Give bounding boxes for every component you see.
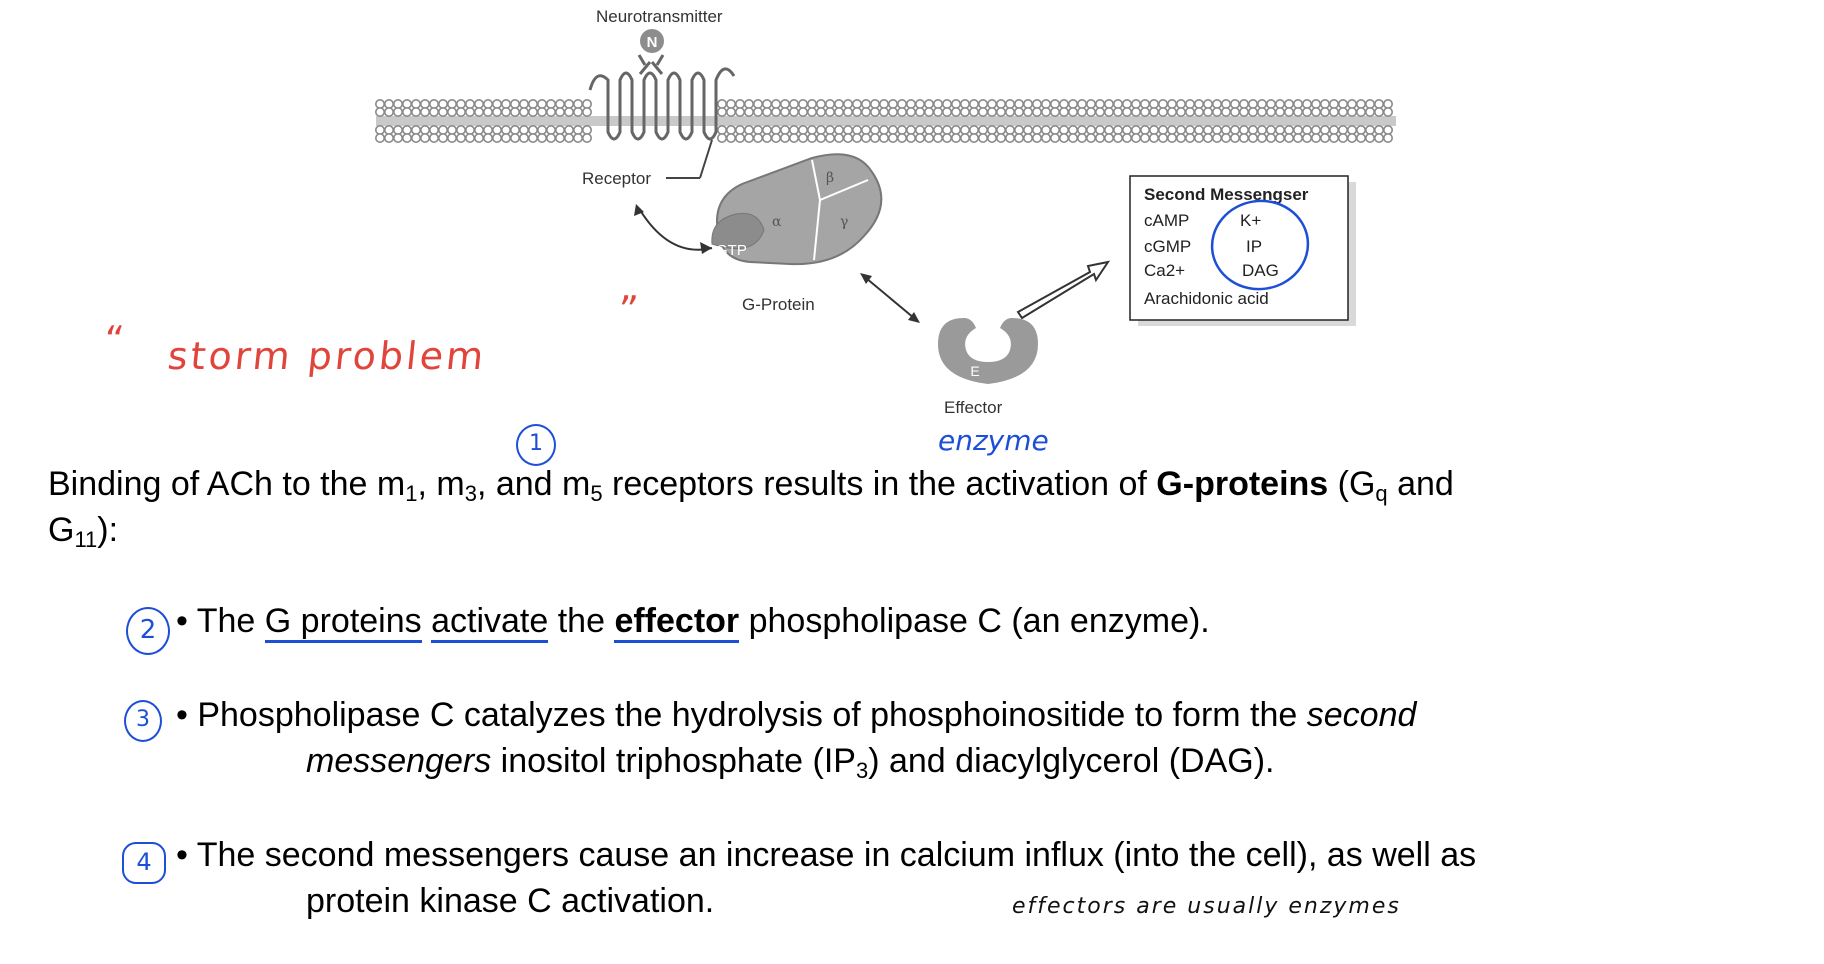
m3-sub: 3 — [464, 481, 477, 506]
effector-glyph: E — [970, 363, 979, 379]
alpha-label: α — [772, 214, 782, 230]
b2-messengers: messengers — [306, 742, 492, 780]
g11-sub: 11 — [74, 527, 98, 552]
m3-mid: , m — [417, 465, 465, 503]
effector-shape: E — [938, 318, 1038, 384]
storm-problem-annotation: storm problem — [165, 334, 489, 378]
red-quote-close: ” — [615, 288, 643, 332]
gprotein-diagram: Neurotransmitter N Receptor α β γ GTP G-… — [374, 7, 1396, 417]
b1-pre: • The — [176, 602, 265, 640]
bullet-1: • The G proteins activate the effector p… — [176, 598, 1210, 644]
m5-mid: , and m — [476, 465, 591, 503]
sm-right-2: DAG — [1242, 261, 1279, 280]
binding-pre: Binding of ACh to the m — [48, 465, 406, 503]
b1-activate: activate — [431, 602, 549, 643]
sm-right-0: K+ — [1240, 211, 1261, 230]
cell-membrane — [374, 99, 1396, 144]
gtp-label: GTP — [716, 242, 747, 259]
sm-left-0: cAMP — [1144, 211, 1189, 230]
bullet-2-line1: • Phospholipase C catalyzes the hydrolys… — [176, 692, 1416, 738]
gproteins-bold: G-proteins — [1156, 465, 1329, 503]
gq-sub: q — [1375, 481, 1388, 506]
circle-number-3: 3 — [124, 700, 162, 742]
hollow-arrow — [1016, 260, 1111, 320]
b1-post: phospholipase C (an enzyme). — [739, 602, 1210, 640]
m1-sub: 1 — [405, 481, 418, 506]
b2-post: inositol triphosphate (IP — [491, 742, 856, 780]
g11-pre: G — [48, 511, 75, 549]
neurotransmitter-label: Neurotransmitter — [596, 7, 723, 26]
sm-left-1: cGMP — [1144, 237, 1191, 256]
effector-label: Effector — [944, 398, 1003, 417]
b1-effector: effector — [614, 602, 740, 643]
sm-right-1: IP — [1246, 237, 1262, 256]
b1-space — [422, 602, 431, 640]
binding-paragraph-line2: G11): — [48, 508, 118, 552]
beta-label: β — [826, 170, 834, 186]
sm-left-3: Arachidonic acid — [1144, 289, 1269, 308]
binding-paren: (G — [1328, 465, 1376, 503]
gprotein-effector-arrow — [865, 277, 915, 319]
binding-mid: receptors results in the activation of — [602, 465, 1157, 503]
binding-paragraph-line1: Binding of ACh to the m1, m3, and m5 rec… — [48, 462, 1454, 506]
second-messenger-title: Second Messengser — [1144, 185, 1309, 204]
effectors-note: effectors are usually enzymes — [1012, 894, 1401, 919]
bullet-2-line2: messengers inositol triphosphate (IP3) a… — [306, 738, 1274, 784]
b1-the: the — [548, 602, 615, 640]
b2-pre: • Phospholipase C catalyzes the hydrolys… — [176, 696, 1307, 734]
receptor-shape — [588, 54, 736, 141]
b2-second: second — [1306, 696, 1417, 734]
sm-left-2: Ca2+ — [1144, 261, 1185, 280]
second-messenger-box: Second Messengser cAMP cGMP Ca2+ Arachid… — [1129, 175, 1356, 326]
enzyme-annotation: enzyme — [938, 424, 1049, 457]
gprotein-shape — [711, 153, 883, 266]
bullet-3-line2: protein kinase C activation. — [306, 882, 715, 920]
gamma-label: γ — [840, 214, 848, 230]
circle-number-1: 1 — [516, 424, 556, 466]
b1-gproteins: G proteins — [264, 602, 422, 643]
red-quote-open: “ — [101, 318, 129, 362]
m5-sub: 5 — [590, 481, 603, 506]
bullet-3-line1: • The second messengers cause an increas… — [176, 836, 1477, 874]
neurotransmitter-glyph: N — [647, 34, 658, 51]
g11-post: ): — [97, 511, 119, 549]
gprotein-label: G-Protein — [742, 295, 815, 314]
receptor-label: Receptor — [582, 169, 651, 188]
b2-end: ) and diacylglycerol (DAG). — [868, 742, 1275, 780]
blue-oval-annotation — [1210, 199, 1310, 291]
binding-and: and — [1387, 465, 1454, 503]
circle-number-4: 4 — [122, 842, 166, 884]
neurotransmitter-icon: N — [640, 29, 664, 53]
circle-number-2: 2 — [126, 607, 170, 655]
b2-ip3-sub: 3 — [855, 758, 869, 783]
